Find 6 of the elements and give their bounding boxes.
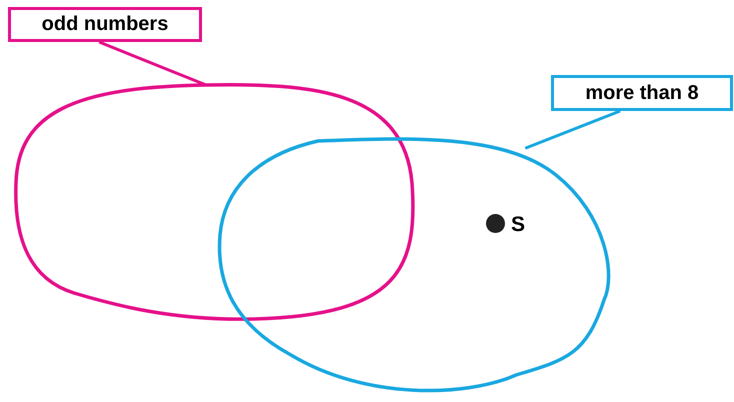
leader-line	[98, 40, 206, 86]
element-dot	[486, 214, 505, 233]
set-label-box: more than 8	[551, 75, 733, 111]
leader-line	[524, 110, 621, 150]
element-label: S	[511, 213, 526, 237]
set-label-box: odd numbers	[8, 7, 202, 42]
